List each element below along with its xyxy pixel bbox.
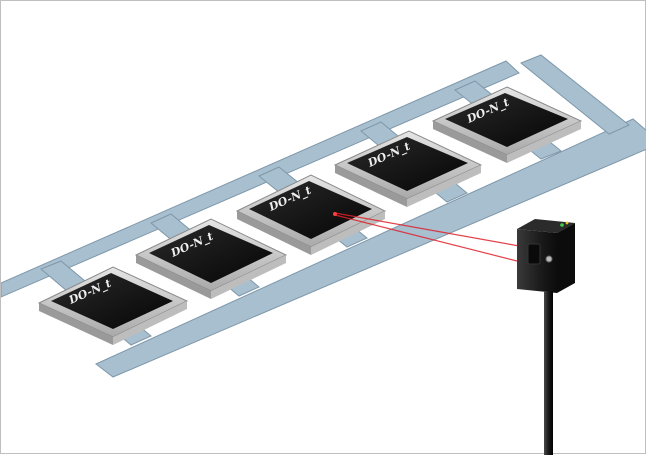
sensor-cable <box>544 291 553 455</box>
chip-4 <box>333 130 483 207</box>
indicator-led-icon <box>565 221 569 225</box>
chip-1 <box>37 266 189 345</box>
chip-2 <box>134 218 288 299</box>
laser-spot <box>333 212 337 216</box>
chip-5 <box>431 86 583 163</box>
indicator-led-icon <box>560 223 564 227</box>
carrier-rail-upper <box>1 60 520 298</box>
sensor-lens <box>527 243 541 265</box>
carrier-rail-lower <box>95 118 646 378</box>
chip-3 <box>235 174 387 255</box>
laser-beams <box>334 212 526 264</box>
photoelectric-sensor <box>517 219 575 293</box>
sensor-screw <box>545 255 553 263</box>
